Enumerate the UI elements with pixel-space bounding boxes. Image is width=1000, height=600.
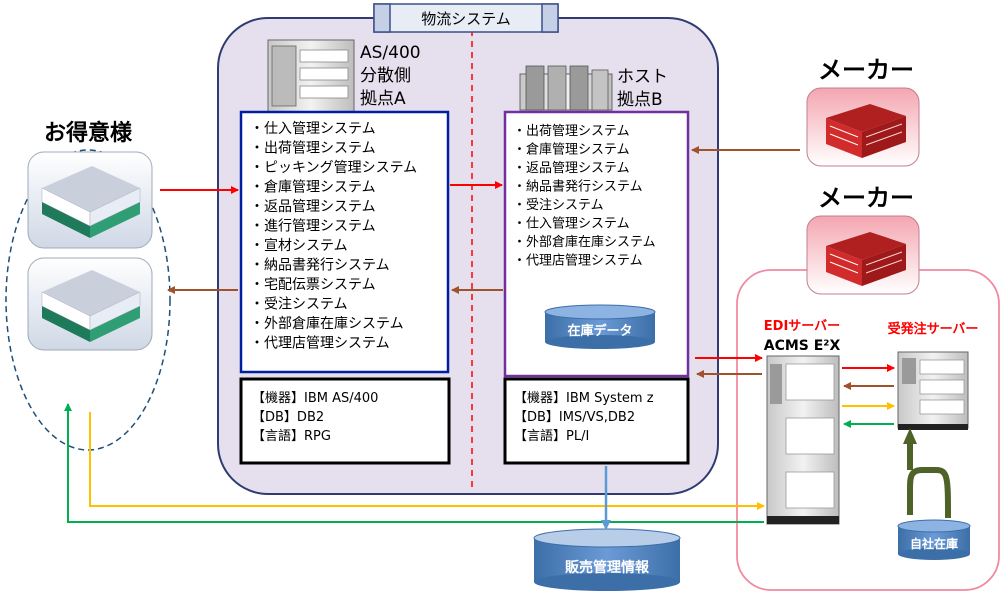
stock-data-database: 在庫データ <box>544 304 656 349</box>
customer-group <box>5 149 171 451</box>
system-list-item: ・外部倉庫在庫システム <box>250 315 404 332</box>
maker-building-icon <box>806 215 920 295</box>
panel-title: 物流システム <box>421 10 511 28</box>
system-list-item: ・宣材システム <box>250 238 348 254</box>
system-list-item: ・宅配伝票システム <box>250 277 376 293</box>
customer-building-icon <box>27 257 153 351</box>
site-a-specs-box <box>239 377 451 465</box>
order-server-label: 受発注サーバー <box>888 321 979 337</box>
system-list-item: ・倉庫管理システム <box>513 143 630 158</box>
system-list-item: ・仕入管理システム <box>250 121 376 137</box>
edi-server-label: EDIサーバー <box>764 319 840 334</box>
order-server-icon <box>897 351 969 430</box>
system-list-item: ・倉庫管理システム <box>250 179 376 196</box>
site-a-systems-list: ・仕入管理システム・出荷管理システム・ピッキング管理システム・倉庫管理システム・… <box>250 121 417 352</box>
system-list-item: ・返品管理システム <box>513 161 630 176</box>
own-stock-database: 自社在庫 <box>897 519 971 560</box>
site-a-title-line: AS/400 <box>360 43 421 63</box>
system-list-item: ・ピッキング管理システム <box>250 160 417 176</box>
system-list-item: ・代理店管理システム <box>513 254 643 269</box>
site-a-systems-box <box>239 110 450 374</box>
sales-database: 販売管理情報 <box>533 528 681 591</box>
stock-data-label: 在庫データ <box>567 323 632 339</box>
spec-line: 【機器】IBM AS/400 <box>252 391 378 406</box>
customer-title: お得意様 <box>44 120 133 146</box>
maker-building-icon <box>806 87 920 167</box>
site-b-specs: 【機器】IBM System z 【DB】IMS/VS,DB2 【言語】PL/I <box>514 391 654 444</box>
site-b-title-line: 拠点B <box>617 90 663 110</box>
maker-title: メーカー <box>818 56 914 84</box>
system-list-item: ・返品管理システム <box>250 199 376 215</box>
maker-title: メーカー <box>818 184 914 212</box>
site-a-title-line: 拠点A <box>360 89 406 109</box>
own-stock-label: 自社在庫 <box>910 536 958 551</box>
site-b-title-line: ホスト <box>617 67 668 87</box>
system-list-item: ・出荷管理システム <box>250 141 376 157</box>
yellow-line-customer-to-edi <box>89 412 765 510</box>
system-list-item: ・外部倉庫在庫システム <box>513 235 656 250</box>
system-list-item: ・受注システム <box>513 198 604 213</box>
site-a-specs: 【機器】IBM AS/400 【DB】DB2 【言語】RPG <box>252 391 378 444</box>
edi-brand-logo: ACMS E²X <box>764 338 841 354</box>
spec-line: 【機器】IBM System z <box>514 391 654 406</box>
mainframe-server-icon <box>519 65 613 111</box>
system-list-item: ・仕入管理システム <box>513 217 630 232</box>
site-b-systems-list: ・出荷管理システム・倉庫管理システム・返品管理システム・納品書発行システム・受注… <box>513 124 656 269</box>
spec-line: 【言語】PL/I <box>514 428 589 444</box>
system-list-item: ・納品書発行システム <box>513 180 643 195</box>
customer-building-icon <box>27 151 153 249</box>
system-list-item: ・納品書発行システム <box>250 258 390 274</box>
green-line-edi-to-customer <box>64 403 764 523</box>
spec-line: 【言語】RPG <box>252 428 331 444</box>
site-b-specs-box <box>503 377 690 465</box>
as400-server-icon <box>267 39 355 113</box>
system-list-item: ・代理店管理システム <box>250 336 390 352</box>
site-a-title-line: 分散側 <box>360 66 411 86</box>
system-list-item: ・受注システム <box>250 297 348 313</box>
spec-line: 【DB】IMS/VS,DB2 <box>514 410 635 425</box>
spec-line: 【DB】DB2 <box>252 410 324 425</box>
sales-db-label: 販売管理情報 <box>565 559 650 576</box>
site-b-title: ホスト 拠点B <box>617 67 668 110</box>
system-list-item: ・出荷管理システム <box>513 124 630 139</box>
own-stock-loop <box>907 467 951 519</box>
edi-server-icon <box>766 355 840 525</box>
site-a-title: AS/400 分散側 拠点A <box>360 43 421 109</box>
title-tab: 物流システム <box>373 3 559 33</box>
system-list-item: ・進行管理システム <box>250 219 376 235</box>
